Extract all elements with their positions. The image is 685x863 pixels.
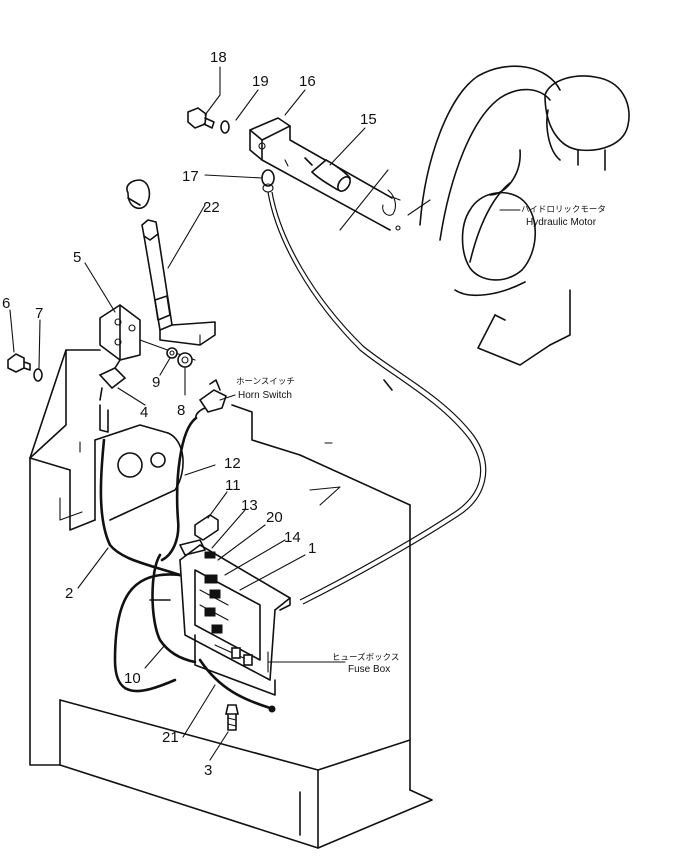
callout-horn-switch-jp: ホーンスイッチ bbox=[236, 377, 295, 387]
washer-7 bbox=[33, 368, 43, 382]
wire-harness-10 bbox=[113, 553, 197, 693]
part-number-14: 14 bbox=[284, 529, 301, 546]
part-number-1: 1 bbox=[308, 540, 316, 557]
part-number-21: 21 bbox=[162, 729, 179, 746]
part-number-12: 12 bbox=[224, 455, 241, 472]
part-number-labels: 18 19 16 15 17 22 5 6 7 9 8 4 12 11 13 2… bbox=[2, 49, 377, 779]
callout-fuse-box: ヒューズボックス Fuse Box bbox=[332, 652, 399, 675]
callout-hydraulic-motor-en: Hydraulic Motor bbox=[526, 217, 597, 228]
callout-fuse-box-en: Fuse Box bbox=[348, 664, 390, 675]
sensor-4 bbox=[98, 359, 127, 433]
callout-hydraulic-motor-jp: ハイドロリックモータ bbox=[521, 205, 606, 215]
part-number-7: 7 bbox=[35, 305, 43, 322]
bolt-6 bbox=[7, 353, 31, 373]
washer-9 bbox=[166, 347, 178, 359]
part-number-16: 16 bbox=[299, 73, 316, 90]
part-number-13: 13 bbox=[241, 497, 258, 514]
part-number-15: 15 bbox=[360, 111, 377, 128]
cable-2 bbox=[99, 438, 182, 577]
part-number-17: 17 bbox=[182, 168, 199, 185]
switch-bracket-assembly bbox=[249, 117, 401, 231]
part-number-6: 6 bbox=[2, 295, 10, 312]
part-number-4: 4 bbox=[140, 404, 148, 421]
machine-frame bbox=[29, 349, 433, 849]
part-number-8: 8 bbox=[177, 402, 185, 419]
wire-harness-21 bbox=[198, 658, 276, 713]
part-number-20: 20 bbox=[266, 509, 283, 526]
cable-12 bbox=[160, 416, 198, 562]
part-number-5: 5 bbox=[73, 249, 81, 266]
part-number-11: 11 bbox=[225, 477, 241, 494]
connector-17 bbox=[261, 169, 275, 193]
cable-main bbox=[267, 191, 487, 605]
part-number-2: 2 bbox=[65, 585, 73, 602]
part-number-3: 3 bbox=[204, 762, 212, 779]
lever-22 bbox=[126, 179, 216, 346]
callout-horn-switch: ホーンスイッチ Horn Switch bbox=[236, 377, 295, 401]
fuse-box-assembly bbox=[179, 514, 291, 696]
part-number-10: 10 bbox=[124, 670, 141, 687]
washer-19 bbox=[220, 120, 230, 134]
part-number-19: 19 bbox=[252, 73, 269, 90]
part-number-18: 18 bbox=[210, 49, 227, 66]
nut-8 bbox=[177, 352, 193, 368]
screw-3 bbox=[225, 704, 239, 731]
bolt-18 bbox=[187, 107, 215, 129]
callout-fuse-box-jp: ヒューズボックス bbox=[332, 652, 399, 663]
bracket-5 bbox=[99, 304, 196, 361]
hydraulic-motor-outline bbox=[407, 65, 630, 366]
part-number-9: 9 bbox=[152, 374, 160, 391]
callout-hydraulic-motor: ハイドロリックモータ Hydraulic Motor bbox=[521, 205, 606, 228]
part-number-22: 22 bbox=[203, 199, 220, 216]
callout-horn-switch-en: Horn Switch bbox=[238, 390, 292, 401]
leader-lines bbox=[9, 66, 521, 761]
